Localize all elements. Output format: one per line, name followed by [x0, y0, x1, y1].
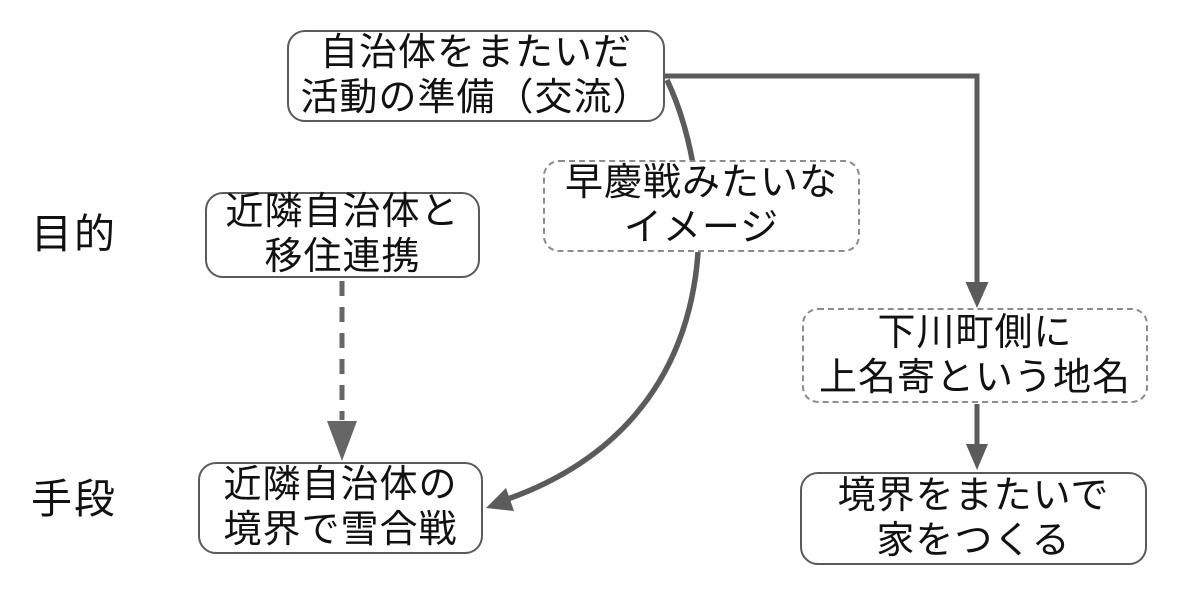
node-text: 近隣自治体と 移住連携	[225, 191, 460, 278]
row-label-purpose: 目的	[31, 211, 117, 257]
node-text: 下川町側に 上名寄という地名	[818, 311, 1131, 399]
node-text: 自治体をまたいだ 活動の準備（交流）	[300, 32, 652, 119]
node-text: 早慶戦みたいな イメージ	[564, 162, 838, 249]
node-shimokawa-kaminayoro-note: 下川町側に 上名寄という地名	[802, 308, 1148, 403]
node-cross-municipality-activity: 自治体をまたいだ 活動の準備（交流）	[287, 30, 665, 122]
node-build-house-across-border: 境界をまたいで 家をつくる	[800, 472, 1147, 565]
row-label-means: 手段	[31, 476, 117, 522]
edge-top-to-left-means	[486, 78, 702, 511]
node-text: 近隣自治体の 境界で雪合戦	[223, 464, 458, 551]
node-neighbor-migration-partnership: 近隣自治体と 移住連携	[205, 191, 480, 278]
edge-right-mid-to-right-means	[966, 404, 988, 470]
edge-top-to-right-mid	[665, 73, 989, 308]
node-border-snowball-fight: 近隣自治体の 境界で雪合戦	[198, 462, 483, 554]
edge-left-purpose-to-left-means	[327, 281, 357, 461]
node-text: 境界をまたいで 家をつくる	[837, 474, 1110, 562]
node-sokeisen-image-note: 早慶戦みたいな イメージ	[543, 160, 860, 252]
